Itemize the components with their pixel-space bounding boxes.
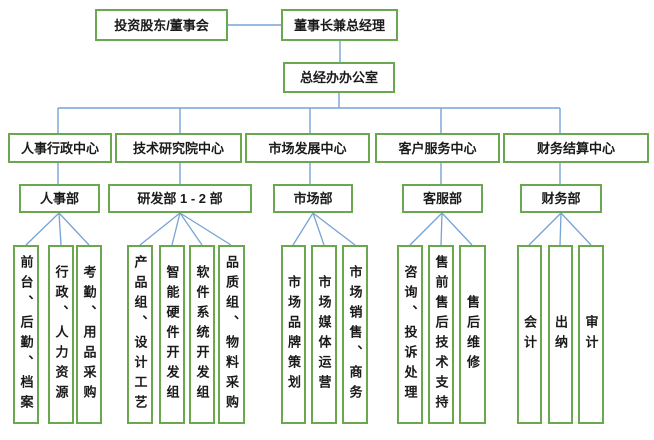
team-label: 前台、后勤、档案: [18, 254, 34, 415]
node-team-media-operation: 市场媒体运营: [311, 245, 337, 424]
node-team-quality-materials: 品质组、物料采购: [218, 245, 245, 424]
node-dept-finance: 财务部: [520, 184, 602, 213]
team-label: 出纳: [553, 314, 568, 355]
node-center-hr-admin: 人事行政中心: [8, 133, 112, 163]
node-dept-rnd: 研发部 1 - 2 部: [108, 184, 252, 213]
node-gm-office: 总经办办公室: [283, 62, 395, 93]
team-label: 市场媒体运营: [316, 274, 332, 395]
node-team-software-system: 软件系统开发组: [189, 245, 215, 424]
node-team-sales-business: 市场销售、商务: [342, 245, 368, 424]
team-label: 品质组、物料采购: [224, 254, 239, 415]
node-team-product-design: 产品组、设计工艺: [127, 245, 153, 424]
team-label: 智能硬件开发组: [164, 264, 180, 405]
node-team-reception-logistics-archives: 前台、后勤、档案: [13, 245, 39, 424]
department-fan-connectors: [25, 212, 592, 246]
node-team-brand-planning: 市场品牌策划: [281, 245, 306, 424]
node-team-audit: 审计: [578, 245, 604, 424]
team-label: 产品组、设计工艺: [132, 254, 148, 415]
node-ceo: 董事长兼总经理: [281, 9, 398, 41]
node-center-finance-settlement: 财务结算中心: [503, 133, 649, 163]
node-dept-hr: 人事部: [19, 184, 100, 213]
node-team-presale-aftersale-support: 售前售后技术支持: [428, 245, 454, 424]
team-label: 行政、人力资源: [53, 264, 69, 405]
node-team-inquiry-complaints: 咨询、投诉处理: [397, 245, 423, 424]
node-center-tech-research: 技术研究院中心: [115, 133, 242, 163]
node-team-admin-hr: 行政、人力资源: [48, 245, 74, 424]
node-dept-customer-service: 客服部: [402, 184, 483, 213]
team-label: 市场销售、商务: [347, 264, 363, 405]
node-center-market-dev: 市场发展中心: [245, 133, 370, 163]
team-label: 市场品牌策划: [286, 274, 301, 395]
team-label: 软件系统开发组: [194, 264, 210, 405]
team-label: 售后维修: [465, 294, 480, 375]
team-label: 咨询、投诉处理: [402, 264, 418, 405]
node-team-smart-hardware: 智能硬件开发组: [159, 245, 185, 424]
node-dept-marketing: 市场部: [273, 184, 353, 213]
center-to-department-connectors: [57, 163, 561, 184]
node-team-aftersale-repair: 售后维修: [459, 245, 486, 424]
node-center-customer-service: 客户服务中心: [375, 133, 500, 163]
team-label: 售前售后技术支持: [433, 254, 449, 415]
team-label: 考勤、用品采购: [81, 264, 97, 405]
team-label: 审计: [583, 314, 599, 355]
node-board: 投资股东/董事会: [95, 9, 228, 41]
team-label: 会计: [522, 314, 537, 355]
node-team-cashier: 出纳: [548, 245, 573, 424]
node-team-accounting: 会计: [517, 245, 542, 424]
node-team-attendance-supplies: 考勤、用品采购: [76, 245, 102, 424]
